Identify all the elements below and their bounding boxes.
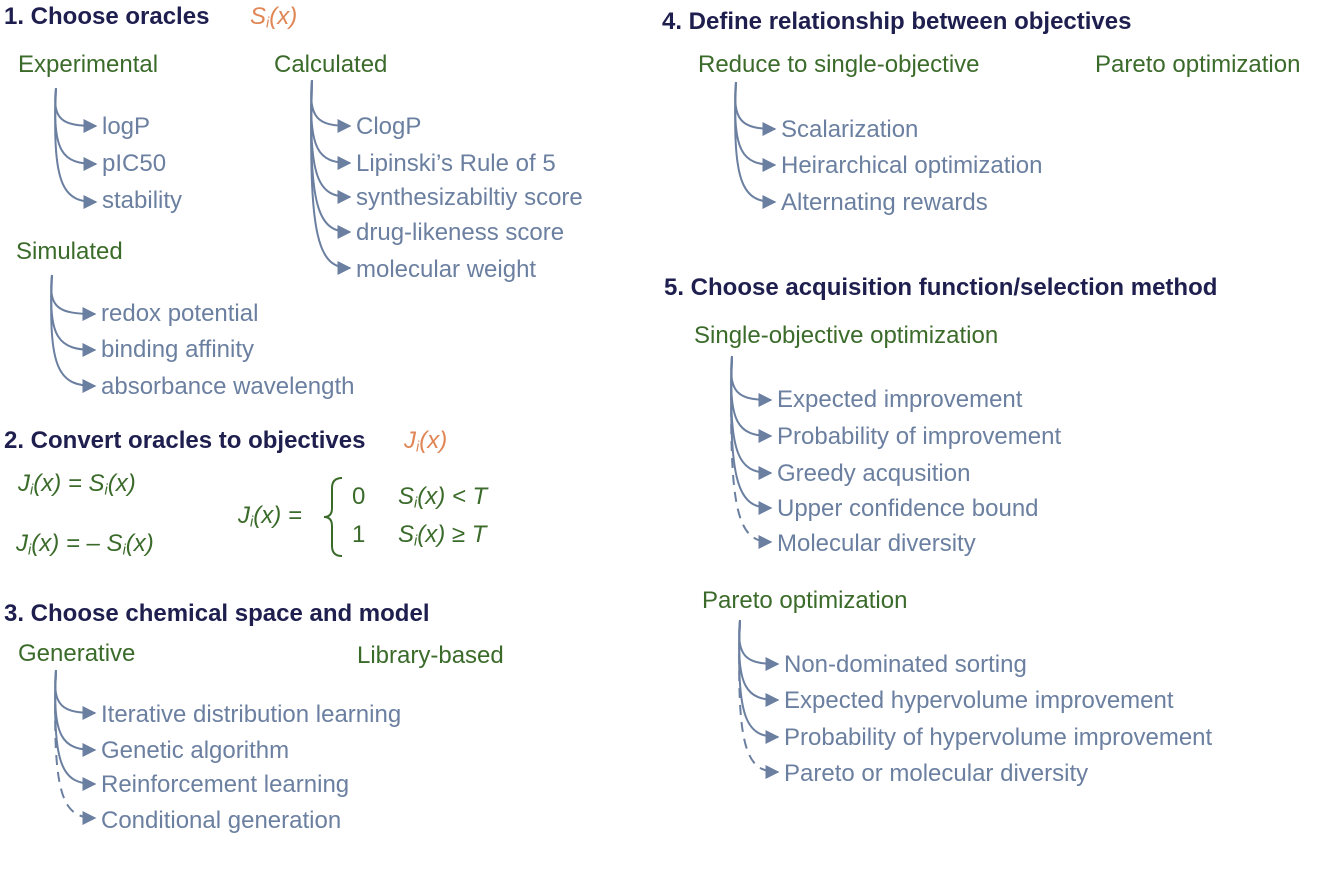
piecewise-brace [323,477,343,557]
experimental-arrow-1 [54,87,98,133]
single-item-1: Expected improvement [777,386,1023,413]
piecewise-value-1: 1 [352,521,366,548]
simulated-arrow-1 [50,274,97,321]
experimental-item-3: stability [102,187,183,214]
experimental-label: Experimental [18,51,159,78]
calculated-arrow-1 [310,79,352,133]
calculated-arrow-5 [310,79,352,275]
pareto-arrow-2 [738,619,780,707]
equation-identity: Ji(x) = Si(x) [18,470,136,499]
single-arrow-1 [730,355,773,407]
pareto-optimization-label: Pareto optimization [702,587,908,614]
reduce-arrow-1 [734,81,777,136]
single-arrow-4 [730,355,773,515]
calculated-arrow-4 [310,79,352,239]
single-item-3: Greedy acqusition [777,460,971,487]
equation-threshold-lhs: Ji(x) = [238,502,302,531]
calculated-arrow-2 [310,79,352,170]
pareto-label: Pareto optimization [1095,51,1301,78]
generative-arrow-4 [54,669,97,825]
calculated-label: Calculated [274,51,388,78]
section-3-title: 3. Choose chemical space and model [4,600,430,627]
generative-item-3: Reinforcement learning [101,771,350,798]
reduce-arrow-2 [734,81,777,172]
experimental-arrow-3 [54,87,98,209]
generative-item-1: Iterative distribution learning [101,701,402,728]
section-1-title: 1. Choose oracles [4,3,210,30]
simulated-item-1: redox potential [101,300,259,327]
single-arrow-2 [730,355,773,443]
oracle-symbol: Si(x) [250,3,298,32]
piecewise-condition-2: Si(x) ≥ T [398,521,487,550]
pareto-item-3: Probability of hypervolume improvement [784,724,1213,751]
pareto-item-2: Expected hypervolume improvement [784,687,1174,714]
pareto-arrow-4 [738,619,780,779]
generative-item-4: Conditional generation [101,807,342,834]
calculated-item-5: molecular weight [356,256,537,283]
piecewise-condition-1: Si(x) < T [398,483,488,512]
simulated-arrow-3 [50,274,97,393]
section-2-title: 2. Convert oracles to objectives [4,427,366,454]
reduce-item-1: Scalarization [781,116,919,143]
library-label: Library-based [357,642,504,669]
section-4-title: 4. Define relationship between objective… [662,8,1132,35]
calculated-item-3: synthesizabiltiy score [356,184,583,211]
single-objective-label: Single-objective optimization [694,322,999,349]
calculated-arrow-3 [310,79,352,204]
calculated-item-1: ClogP [356,113,422,140]
pareto-arrow-3 [738,619,780,744]
piecewise-value-0: 0 [352,483,366,510]
simulated-item-3: absorbance wavelength [101,373,355,400]
reduce-item-2: Heirarchical optimization [781,152,1043,179]
equation-negation: Ji(x) = – Si(x) [16,530,154,559]
calculated-item-4: drug-likeness score [356,219,565,246]
generative-arrow-3 [54,669,97,791]
experimental-item-1: logP [102,113,151,140]
generative-label: Generative [18,640,136,667]
generative-item-2: Genetic algorithm [101,737,290,764]
pareto-arrow-1 [738,619,780,671]
single-item-4: Upper confidence bound [777,495,1039,522]
single-arrow-5 [730,355,773,549]
single-item-2: Probability of improvement [777,423,1062,450]
calculated-item-2: Lipinski’s Rule of 5 [356,150,556,177]
reduce-arrow-3 [734,81,777,209]
reduce-label: Reduce to single-objective [698,51,980,78]
simulated-item-2: binding affinity [101,336,254,363]
single-item-5: Molecular diversity [777,530,976,557]
single-arrow-3 [730,355,773,480]
generative-arrow-2 [54,669,97,757]
experimental-item-2: pIC50 [102,150,167,177]
reduce-item-3: Alternating rewards [781,189,988,216]
pareto-item-4: Pareto or molecular diversity [784,760,1089,787]
objective-symbol: Ji(x) [404,427,448,456]
simulated-label: Simulated [16,238,123,265]
section-5-title: 5. Choose acquisition function/selection… [664,274,1218,301]
pareto-item-1: Non-dominated sorting [784,651,1027,678]
generative-arrow-1 [54,669,97,720]
